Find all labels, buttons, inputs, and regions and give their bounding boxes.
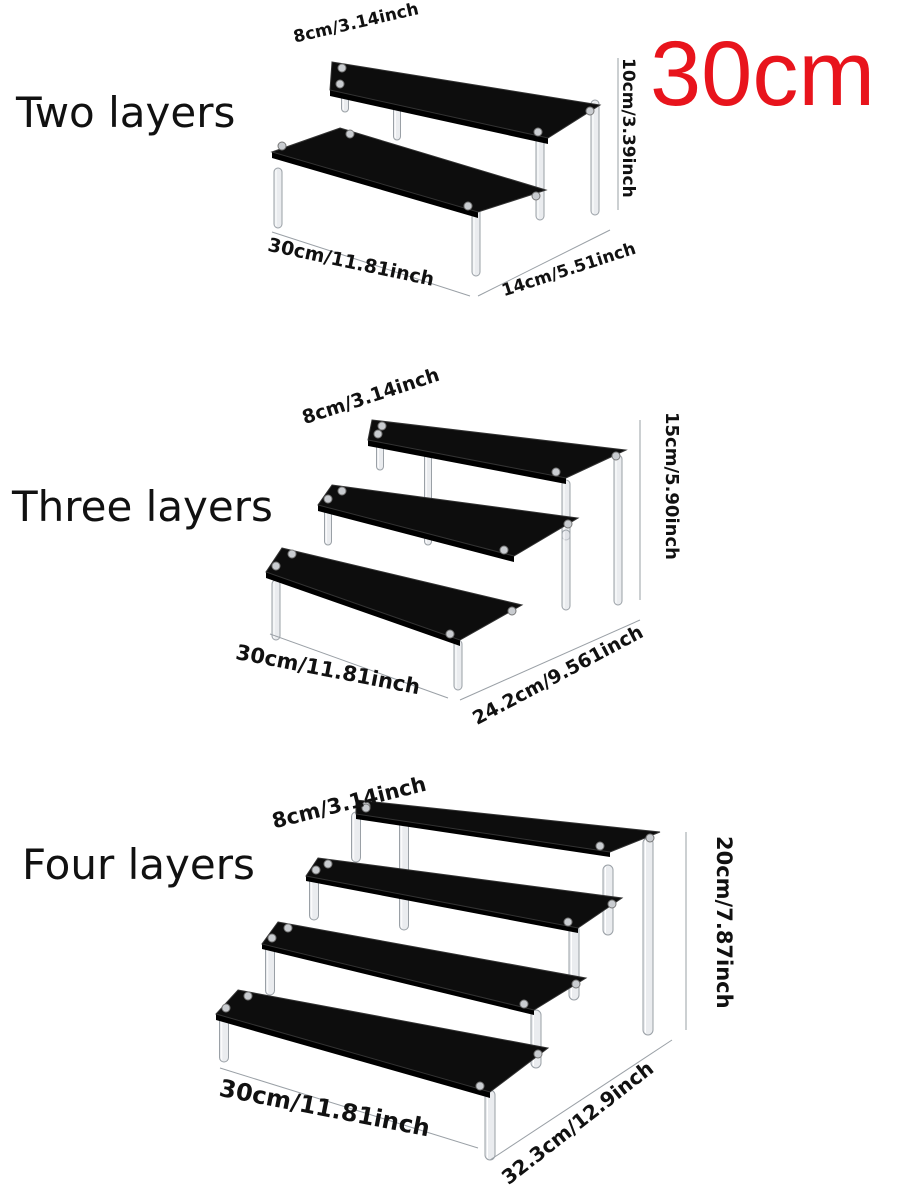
four-second-front-right-leg bbox=[568, 924, 580, 1001]
two-layer-shelf-illustration bbox=[270, 58, 619, 297]
three-top-shelf bbox=[367, 419, 628, 484]
four-width-guide bbox=[219, 1067, 479, 1149]
section-title-four-layers: Four layers bbox=[22, 840, 255, 889]
three-middle-shelf bbox=[317, 484, 580, 562]
four-top-shelf bbox=[355, 799, 661, 857]
four-bottom-shelf bbox=[215, 989, 550, 1098]
four-third-shelf bbox=[261, 921, 588, 1015]
four-front-right-leg bbox=[484, 1089, 496, 1161]
three-bottom-shelf bbox=[265, 547, 524, 646]
three-width-guide bbox=[269, 633, 449, 699]
two-bottom-shelf bbox=[270, 127, 548, 218]
section-title-two-layers: Two layers bbox=[16, 88, 236, 137]
two-top-shelf bbox=[329, 61, 602, 144]
four-back-right-leg bbox=[642, 837, 654, 1036]
two-width-guide bbox=[271, 231, 471, 297]
four-depth-guide bbox=[489, 1039, 673, 1161]
four-second-shelf bbox=[305, 857, 624, 933]
four-top-back-left-leg bbox=[351, 811, 361, 863]
section-title-three-layers: Three layers bbox=[12, 482, 273, 531]
two-depth-guide bbox=[477, 229, 611, 297]
three-layer-shelf-illustration bbox=[265, 419, 641, 701]
size-headline: 30cm bbox=[650, 23, 875, 125]
four-layers-height-label: 20cm/7.87inch bbox=[712, 836, 736, 1009]
three-depth-guide bbox=[459, 619, 641, 701]
